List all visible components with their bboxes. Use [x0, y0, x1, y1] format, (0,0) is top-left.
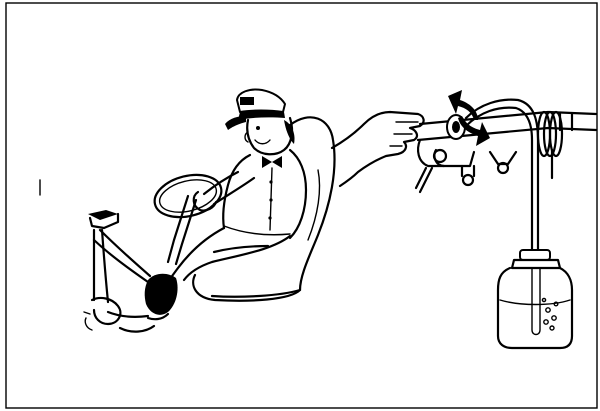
bleeder-tube [466, 100, 562, 250]
bleeder-valve [416, 112, 596, 192]
brake-pedal [84, 210, 154, 332]
collection-bottle [498, 250, 572, 348]
driver-seat [193, 117, 334, 300]
driver-figure [145, 89, 306, 319]
steering-wheel [150, 168, 226, 264]
driver-cap [225, 89, 285, 130]
hand-on-valve [332, 112, 424, 186]
